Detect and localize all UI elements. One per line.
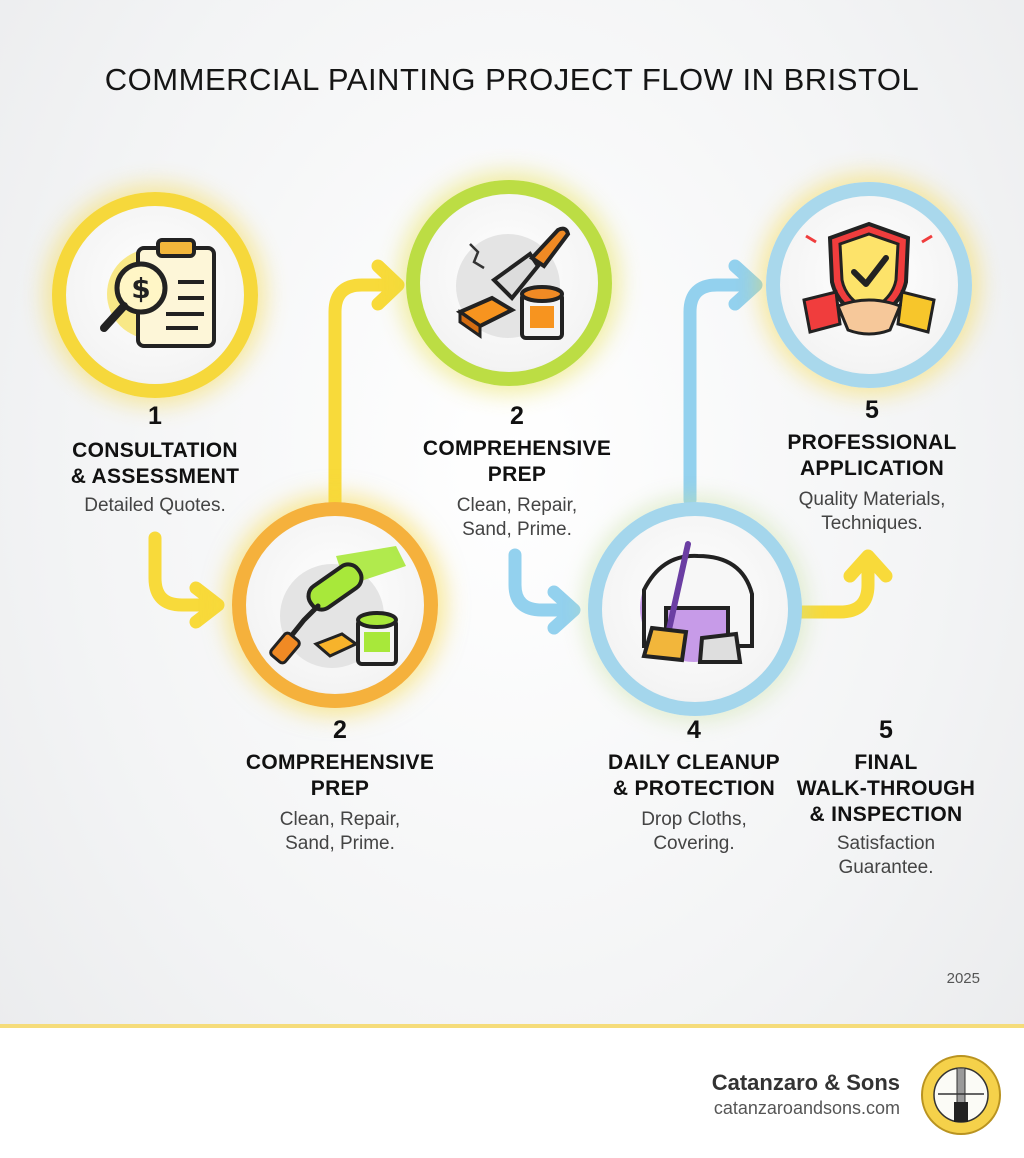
step-number: 5: [879, 716, 893, 744]
step-number: 2: [510, 402, 524, 430]
company-logo: [921, 1055, 1001, 1135]
broom-dustpan-icon: [640, 541, 754, 664]
arrow-prep-to-top: [328, 259, 405, 512]
footer: Catanzaro & Sons catanzaroandsons.com: [0, 1024, 1024, 1158]
step-description: Clean, Repair,Sand, Prime.: [279, 809, 401, 854]
diagram-title: COMMERCIAL PAINTING PROJECT FLOW IN BRIS…: [104, 62, 920, 97]
shield-handshake-icon: [802, 221, 936, 336]
step-description: Drop Cloths,Covering.: [641, 809, 747, 854]
company-url[interactable]: catanzaroandsons.com: [713, 1098, 900, 1118]
step-description: Clean, Repair,Sand, Prime.: [456, 495, 578, 540]
step-number: 5: [865, 396, 879, 424]
svg-text:$: $: [131, 272, 150, 305]
company-name: Catanzaro & Sons: [711, 1070, 900, 1095]
step-1-circle: $: [52, 192, 258, 398]
brand-block: Catanzaro & Sons catanzaroandsons.com: [712, 1070, 900, 1119]
arrow-top-to-cleanup: [508, 548, 581, 635]
step-1-label: 1 CONSULTATION& ASSESSMENT Detailed Quot…: [40, 402, 270, 518]
arrow-1-to-prep: [148, 531, 225, 629]
step-4-circle: [588, 502, 802, 716]
step-5-circle: [766, 182, 972, 388]
arrow-cleanup-to-application: [683, 259, 763, 507]
arrow-cleanup-to-final: [793, 549, 893, 619]
step-number: 2: [333, 716, 347, 744]
step-name: CONSULTATION& ASSESSMENT: [70, 439, 240, 488]
step-number: 4: [687, 716, 701, 744]
step-number: 1: [148, 402, 162, 430]
quote-clipboard-icon: $: [100, 238, 216, 348]
year-label: 2025: [946, 970, 980, 987]
step-4-label: 4 DAILY CLEANUP& PROTECTION Drop Cloths,…: [594, 716, 794, 856]
step-2-circle: [406, 180, 612, 386]
step-description: Detailed Quotes.: [84, 495, 226, 516]
scraper-paint-can-icon: [455, 226, 571, 340]
step-name: DAILY CLEANUP& PROTECTION: [608, 751, 780, 800]
paint-roller-icon: [269, 546, 406, 668]
step-description: Quality Materials,Techniques.: [798, 489, 946, 534]
flow-arrows: [148, 259, 893, 635]
